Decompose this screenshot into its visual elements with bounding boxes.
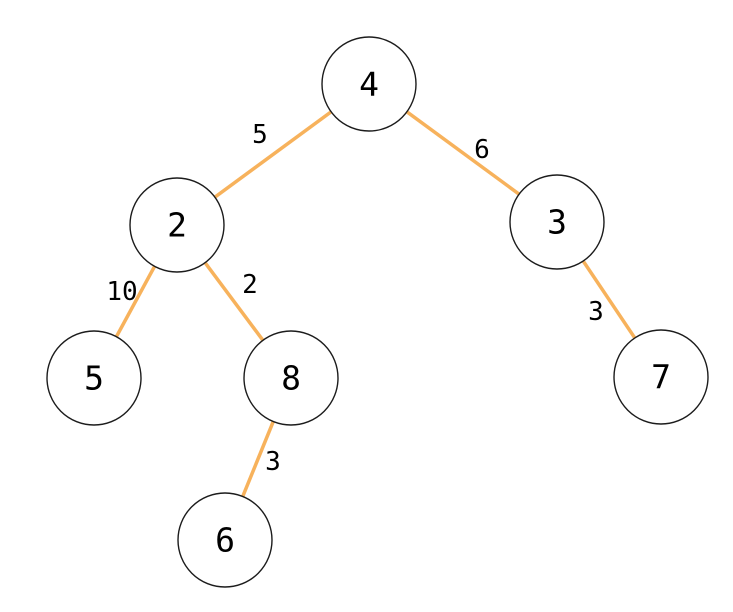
- tree-node-label-3: 3: [547, 203, 567, 242]
- edge-weight-label-2-5: 10: [106, 277, 137, 307]
- edge-weight-label-4-2: 5: [252, 120, 268, 150]
- edge-weight-label-2-8: 2: [242, 270, 258, 300]
- tree-node-label-2: 2: [167, 206, 187, 245]
- tree-node-circle-3: [509, 174, 605, 270]
- tree-node-label-6: 6: [215, 521, 235, 560]
- edge-weight-label-3-7: 3: [588, 297, 604, 327]
- tree-node-circle-5: [46, 330, 142, 426]
- tree-node-circle-2: [129, 177, 225, 273]
- tree-node-circle-7: [613, 329, 709, 425]
- tree-node-label-4: 4: [359, 65, 379, 104]
- tree-node-circle-8: [243, 330, 339, 426]
- tree-node-circle-4: [321, 36, 417, 132]
- tree-node-label-8: 8: [281, 359, 301, 398]
- edge-weight-label-4-3: 6: [474, 135, 490, 165]
- tree-node-label-5: 5: [84, 359, 104, 398]
- tree-node-label-7: 7: [651, 358, 671, 397]
- tree-node-circle-6: [177, 492, 273, 588]
- edge-weight-label-8-6: 3: [265, 447, 281, 477]
